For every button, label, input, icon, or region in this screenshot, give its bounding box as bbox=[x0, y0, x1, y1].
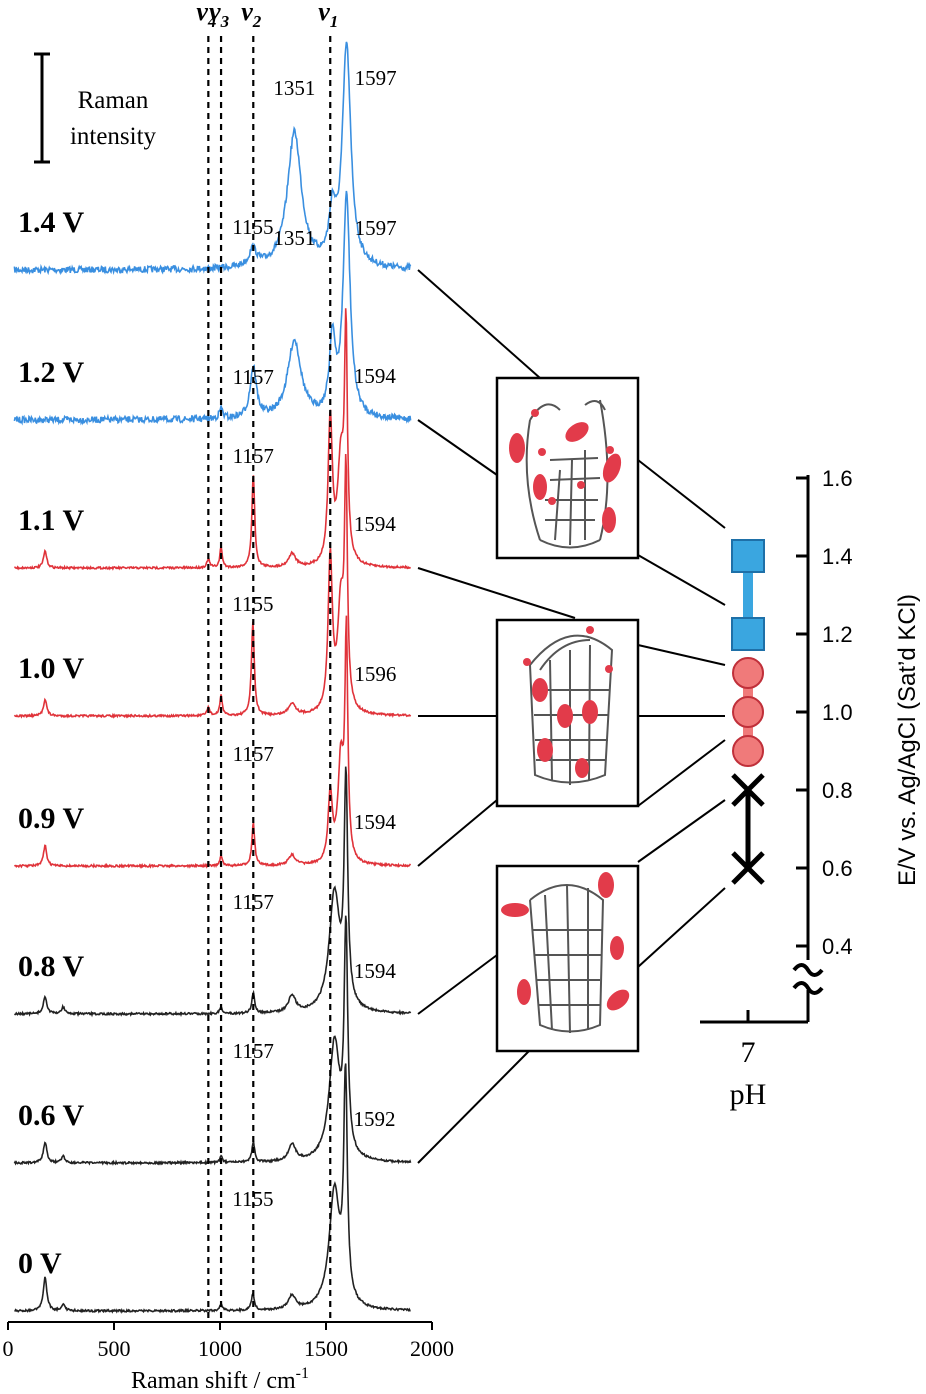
peak-label-0-2: 1597 bbox=[355, 66, 397, 90]
nanotube-inset-top bbox=[495, 376, 640, 560]
mode-label-0: ν4 bbox=[196, 0, 216, 31]
potential-label-0: 1.4 V bbox=[18, 206, 84, 239]
nanotube-inset-middle bbox=[495, 618, 640, 808]
scale-bar: Raman intensity bbox=[34, 52, 157, 164]
peak-label-5-1: 1594 bbox=[354, 810, 397, 834]
y-tick-label-5: 1.4 bbox=[822, 544, 853, 569]
peak-label-1-1: 1351 bbox=[273, 226, 315, 250]
peak-label-1-2: 1597 bbox=[355, 216, 397, 240]
nanotube-inset-bottom bbox=[495, 864, 640, 1053]
potential-label-4: 0.9 V bbox=[18, 802, 84, 835]
spectrum-line-3 bbox=[13, 453, 412, 719]
potential-label-6: 0.6 V bbox=[18, 1099, 84, 1132]
ph-axis-label: pH bbox=[730, 1078, 767, 1111]
y-tick-label-4: 1.2 bbox=[822, 622, 853, 647]
spectrum-line-5 bbox=[14, 766, 412, 1018]
potential-label-2: 1.1 V bbox=[18, 504, 84, 537]
data-points bbox=[731, 539, 765, 885]
scale-bar-label-1: Raman bbox=[78, 87, 149, 114]
x-axis-label: Raman shift / cm-1 bbox=[131, 1365, 309, 1394]
spectrum-line-1 bbox=[13, 190, 412, 426]
peak-label-6-1: 1594 bbox=[354, 959, 397, 983]
peak-label-4-1: 1596 bbox=[354, 662, 396, 686]
spectrum-line-4 bbox=[14, 615, 412, 869]
marker-square-0 bbox=[731, 617, 765, 651]
spectrum-line-7 bbox=[14, 1063, 411, 1314]
marker-circle-1 bbox=[732, 696, 764, 728]
y-tick-label-2: 0.8 bbox=[822, 778, 853, 803]
marker-square-1 bbox=[731, 539, 765, 573]
scale-bar-label-2: intensity bbox=[70, 123, 157, 150]
x-tick-label-3: 1500 bbox=[304, 1336, 348, 1361]
marker-circle-0 bbox=[732, 735, 764, 767]
mode-label-2: ν2 bbox=[241, 0, 262, 31]
x-tick-label-2: 1000 bbox=[198, 1336, 242, 1361]
x-tick-label-0: 0 bbox=[3, 1336, 14, 1361]
mode-label-1: ν3 bbox=[209, 0, 230, 31]
connector-lines bbox=[417, 269, 726, 1164]
x-tick-label-1: 500 bbox=[98, 1336, 131, 1361]
marker-circle-2 bbox=[732, 657, 764, 689]
potential-label-1: 1.2 V bbox=[18, 356, 84, 389]
marker-cross-0 bbox=[731, 851, 765, 885]
y-tick-label-3: 1.0 bbox=[822, 700, 853, 725]
x-tick-label-4: 2000 bbox=[410, 1336, 454, 1361]
spectrum-line-2 bbox=[13, 308, 412, 571]
peak-label-7-1: 1592 bbox=[354, 1107, 396, 1131]
y-tick-label-1: 0.6 bbox=[822, 856, 853, 881]
potential-label-3: 1.0 V bbox=[18, 652, 84, 685]
spectrum-line-0 bbox=[13, 41, 412, 276]
marker-cross-1 bbox=[731, 773, 765, 807]
y-tick-label-6: 1.6 bbox=[822, 466, 853, 491]
axis-break-icon bbox=[792, 963, 824, 995]
potential-axis-label: E/V vs. Ag/AgCl (Sat’d KCl) bbox=[894, 594, 921, 886]
peak-label-0-1: 1351 bbox=[273, 76, 315, 100]
ph-tick-label: 7 bbox=[741, 1036, 756, 1069]
y-axis-ticks: 0.4 0.6 0.8 1.0 1.2 1.4 1.6 bbox=[796, 466, 853, 959]
peak-label-2-1: 1594 bbox=[354, 364, 397, 388]
peak-label-3-1: 1594 bbox=[354, 512, 397, 536]
spectrum-line-6 bbox=[13, 915, 412, 1166]
mode-label-3: ν1 bbox=[318, 0, 338, 31]
potential-label-5: 0.8 V bbox=[18, 950, 84, 983]
raman-x-axis: 0 500 1000 1500 2000 bbox=[3, 1321, 454, 1361]
y-tick-label-0: 0.4 bbox=[822, 934, 853, 959]
potential-label-7: 0 V bbox=[18, 1247, 62, 1280]
